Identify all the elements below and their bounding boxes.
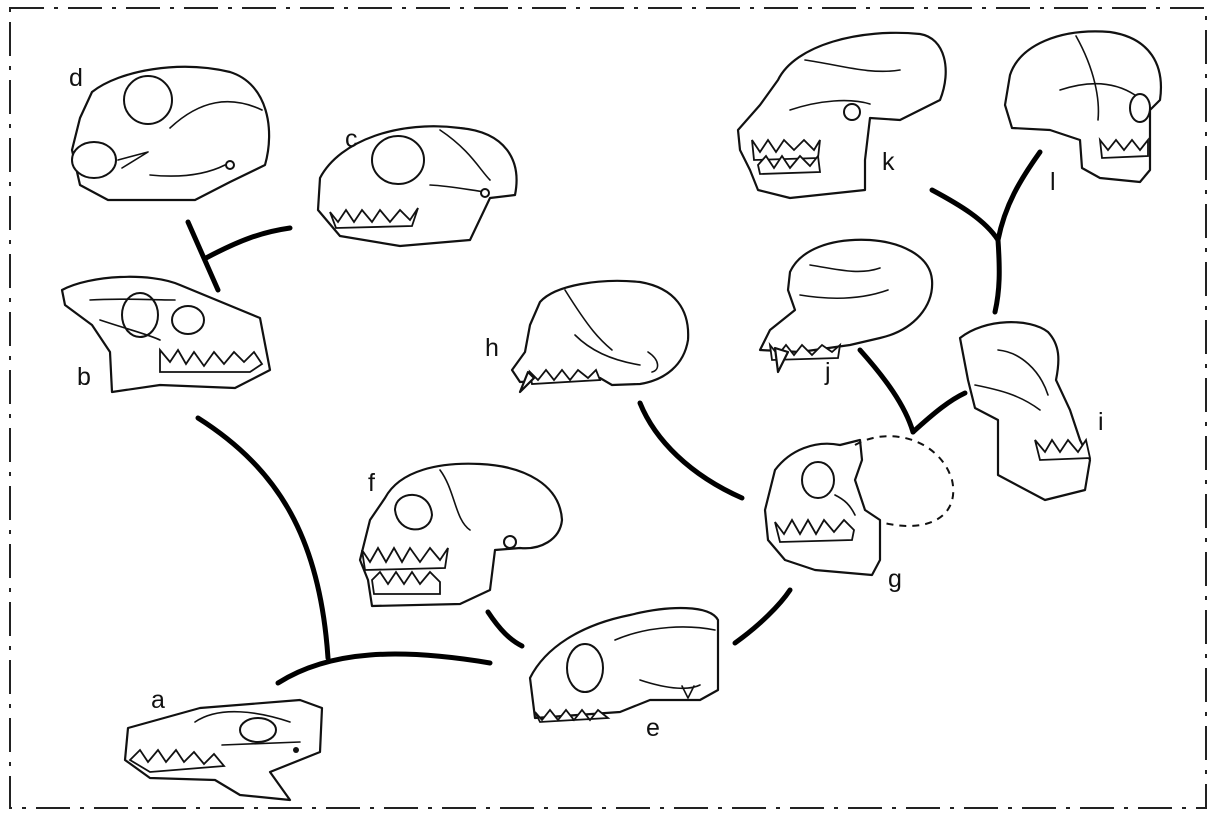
label-a: a [151,686,165,714]
branch-g-j [860,350,913,432]
skull-l [1005,31,1161,182]
label-c: c [345,125,358,153]
branch-lines [188,152,1040,683]
branch-i-k [932,190,998,240]
label-j: j [824,358,831,386]
label-e: e [646,714,660,742]
branch-g-i [913,393,965,432]
skull-f [360,464,562,606]
label-g: g [888,565,902,593]
skull-d [72,67,269,200]
branch-a-b [198,418,328,658]
branch-e-g [735,590,790,643]
label-l: l [1050,168,1056,196]
label-k: k [882,148,895,176]
branch-e-f [488,612,522,646]
label-h: h [485,334,499,362]
skull-g [765,436,953,575]
skull-a [125,700,322,800]
label-i: i [1098,408,1104,436]
branch-i-l [995,152,1040,312]
label-d: d [69,64,83,92]
skull-k [738,33,946,198]
skull-i [960,322,1090,500]
skull-e [530,608,718,722]
label-b: b [77,363,91,391]
branch-a-e [278,654,490,683]
branch-b-c [206,228,290,258]
label-f: f [368,469,375,497]
skull-j [760,240,932,372]
skull-b [62,277,270,392]
skull-h [512,281,688,392]
branch-g-h [640,403,742,498]
